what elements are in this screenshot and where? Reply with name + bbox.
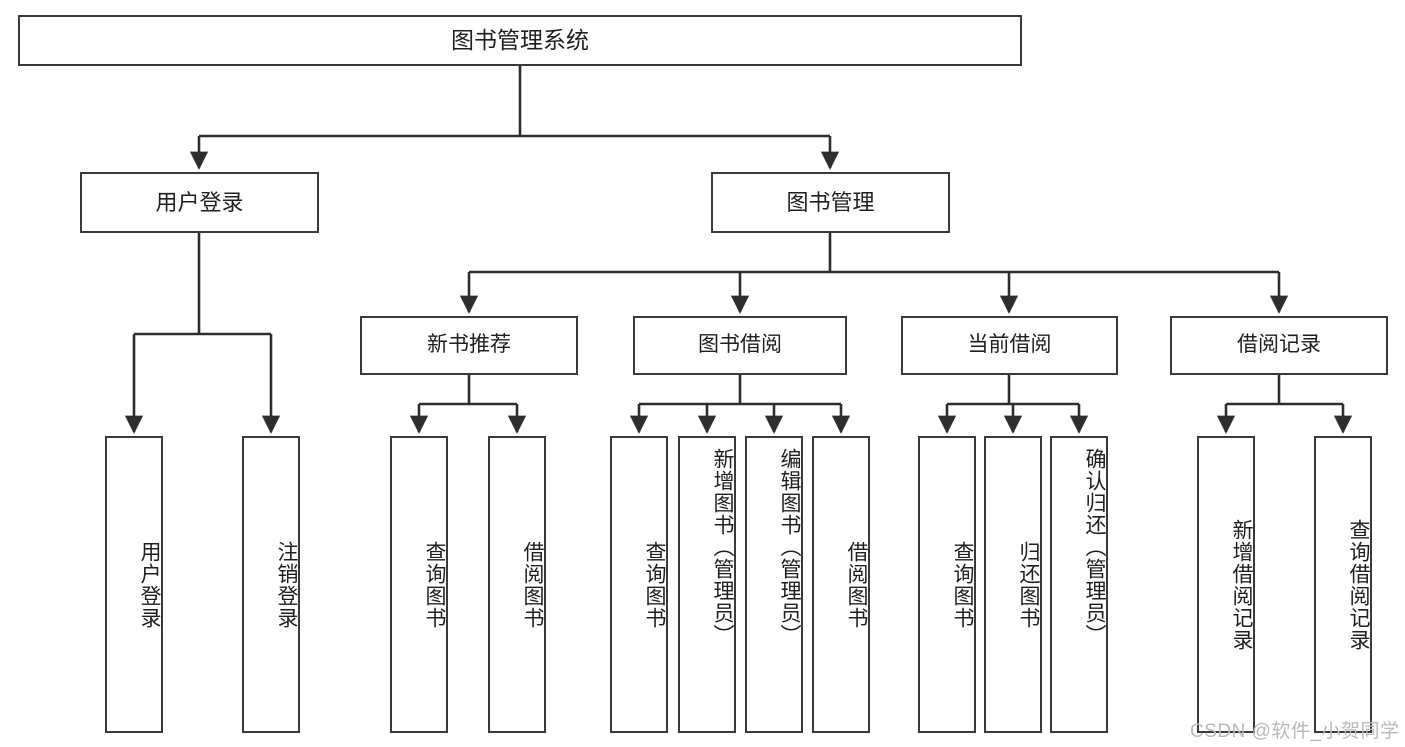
node-label: 查询借阅记录 [1347, 518, 1370, 651]
leaf-current-borrow-confirm-return-admin[interactable]: 确认归还（管理员） [1050, 436, 1108, 733]
leaf-book-borrow-query-books[interactable]: 查询图书 [610, 436, 668, 733]
leaf-borrow-record-query-record[interactable]: 查询借阅记录 [1314, 436, 1372, 733]
node-label: 借阅记录 [1237, 333, 1321, 357]
node-label: 归还图书 [1017, 540, 1040, 629]
node-current-borrow[interactable]: 当前借阅 [901, 316, 1118, 375]
node-new-book-recommend[interactable]: 新书推荐 [360, 316, 578, 375]
leaf-new-book-query-books[interactable]: 查询图书 [390, 436, 448, 733]
leaf-new-book-borrow-books[interactable]: 借阅图书 [488, 436, 546, 733]
leaf-current-borrow-return-books[interactable]: 归还图书 [984, 436, 1042, 733]
node-root-book-management-system[interactable]: 图书管理系统 [18, 15, 1022, 66]
node-label: 图书管理 [786, 189, 875, 215]
node-label: 借阅图书 [845, 540, 868, 629]
node-label: 编辑图书（管理员） [778, 448, 801, 646]
node-borrow-record[interactable]: 借阅记录 [1170, 316, 1388, 375]
leaf-user-login-sign-in[interactable]: 用户登录 [105, 436, 163, 733]
node-label: 图书管理系统 [451, 26, 589, 53]
node-label: 查询图书 [423, 540, 446, 629]
node-label: 注销登录 [275, 540, 298, 629]
node-label: 用户登录 [138, 540, 161, 629]
node-label: 确认归还（管理员） [1083, 448, 1106, 646]
node-label: 当前借阅 [967, 333, 1052, 357]
leaf-book-borrow-add-book-admin[interactable]: 新增图书（管理员） [678, 436, 736, 733]
node-label: 用户登录 [155, 189, 244, 215]
node-book-borrow[interactable]: 图书借阅 [633, 316, 847, 375]
node-book-management[interactable]: 图书管理 [711, 172, 950, 233]
leaf-borrow-record-add-record[interactable]: 新增借阅记录 [1197, 436, 1255, 733]
leaf-book-borrow-borrow-books[interactable]: 借阅图书 [812, 436, 870, 733]
watermark: CSDN @软件_小贺同学 [1190, 721, 1400, 742]
node-label: 借阅图书 [521, 540, 544, 629]
node-label: 新书推荐 [427, 333, 511, 357]
leaf-current-borrow-query-books[interactable]: 查询图书 [918, 436, 976, 733]
leaf-user-login-sign-out[interactable]: 注销登录 [242, 436, 300, 733]
node-label: 查询图书 [643, 540, 666, 629]
node-user-login[interactable]: 用户登录 [80, 172, 319, 233]
leaf-book-borrow-edit-book-admin[interactable]: 编辑图书（管理员） [745, 436, 803, 733]
node-label: 图书借阅 [698, 333, 782, 357]
node-label: 查询图书 [951, 540, 974, 629]
node-label: 新增借阅记录 [1230, 518, 1253, 651]
node-label: 新增图书（管理员） [711, 448, 734, 646]
